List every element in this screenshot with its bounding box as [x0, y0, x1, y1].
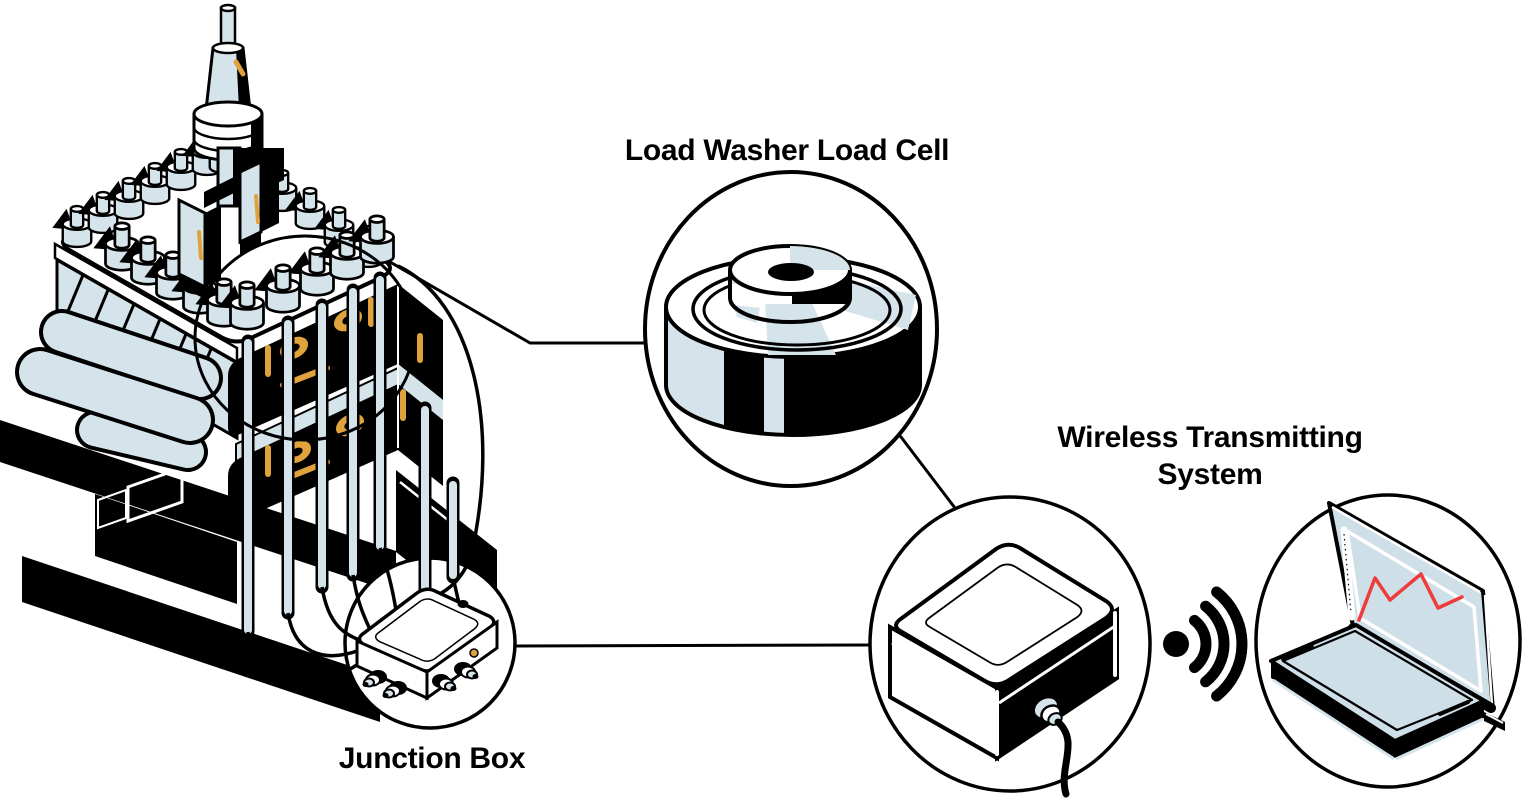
leader-line-junction	[513, 643, 872, 648]
anchor-rods-front	[418, 401, 460, 597]
label-junction-box: Junction Box	[339, 742, 526, 775]
top-nub	[457, 600, 469, 608]
load-washer-illustration	[664, 244, 922, 437]
label-wireless-line2: System	[1158, 458, 1263, 491]
beam-end-detail	[126, 465, 184, 524]
laptop-illustration	[1269, 501, 1505, 761]
cable-connector-icon	[1024, 687, 1063, 726]
label-wireless-line1: Wireless Transmitting	[1057, 421, 1362, 454]
wifi-signal-icon	[1163, 586, 1248, 702]
anchor-rods	[241, 271, 387, 639]
signal-cable	[1054, 718, 1072, 798]
callout-leader-lines	[376, 253, 957, 648]
leader-line-load-cell	[376, 253, 648, 345]
center-hole	[768, 263, 814, 281]
leader-line-wireless	[899, 435, 957, 510]
wireless-box-illustration	[888, 542, 1119, 798]
reaction-slabs	[15, 309, 223, 472]
anchor-test-rig-illustration	[0, 3, 497, 722]
magnifier-region-ellipse	[193, 234, 417, 442]
indicator-dot	[469, 648, 479, 658]
junction-box-illustration	[355, 587, 499, 701]
wireless-box-top	[894, 542, 1114, 687]
fork-bracket	[177, 148, 284, 299]
signal-chart-line	[1357, 572, 1464, 622]
screen-frame	[1345, 529, 1483, 693]
label-load-cell: Load Washer Load Cell	[625, 134, 949, 167]
